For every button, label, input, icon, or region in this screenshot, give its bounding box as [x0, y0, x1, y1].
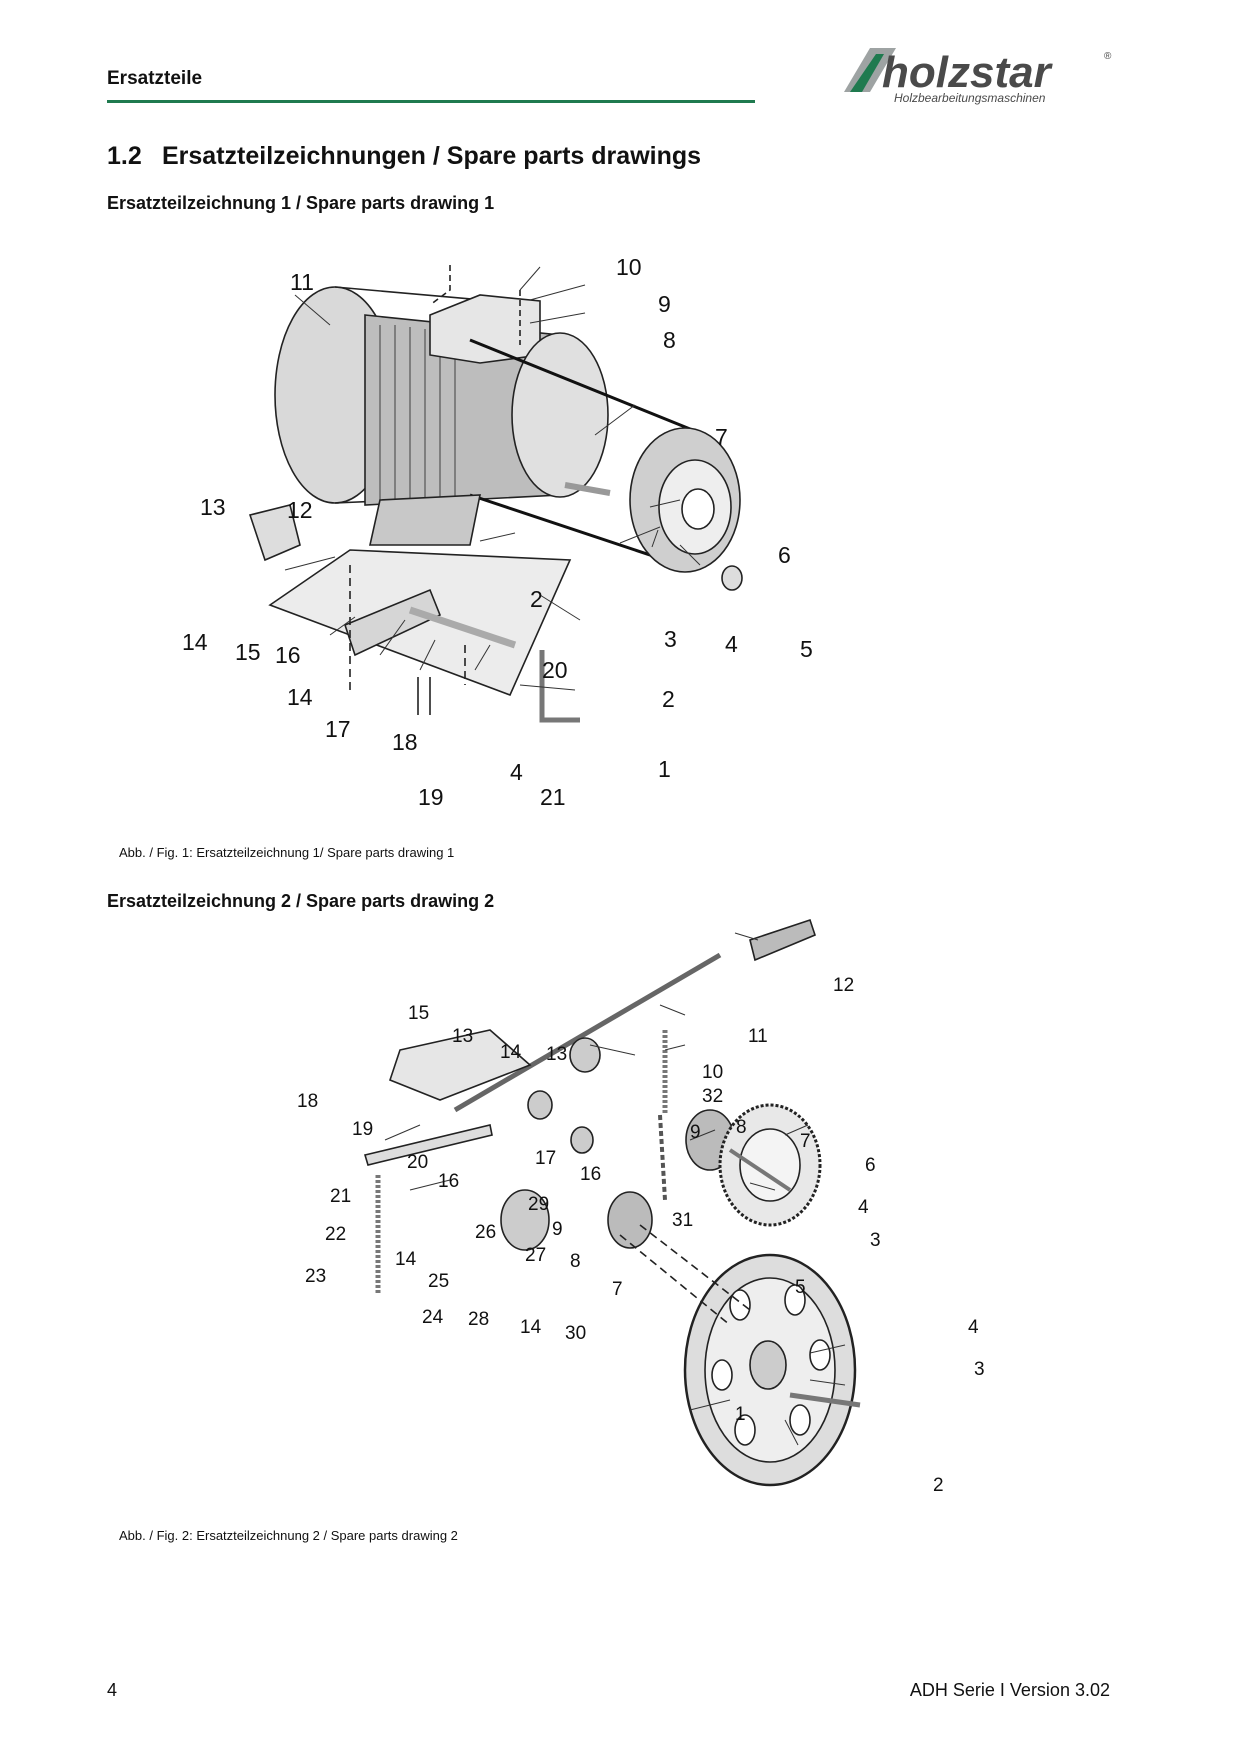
callout-4a: 4: [858, 1197, 869, 1218]
logo-registered: ®: [1104, 51, 1112, 62]
logo-tagline: Holzbearbeitungsmaschinen: [894, 91, 1046, 105]
callout-16b: 16: [438, 1171, 459, 1192]
callout-26: 26: [475, 1222, 496, 1243]
callout-7a: 7: [800, 1131, 811, 1152]
drawing2-caption: Abb. / Fig. 2: Ersatzteilzeichnung 2 / S…: [119, 1528, 458, 1543]
drawing2-subtitle: Ersatzteilzeichnung 2 / Spare parts draw…: [107, 891, 495, 911]
callout-11: 11: [290, 269, 314, 295]
callout-25: 25: [428, 1271, 449, 1292]
page-number: 4: [107, 1680, 118, 1700]
callout-2: 2: [933, 1475, 944, 1496]
callout-9: 9: [658, 291, 671, 317]
callout-5: 5: [795, 1277, 806, 1298]
drawing1-subtitle: Ersatzteilzeichnung 1 / Spare parts draw…: [107, 193, 495, 213]
callout-9b: 9: [552, 1219, 563, 1240]
callout-3: 3: [664, 626, 677, 652]
callout-13b: 13: [546, 1044, 567, 1065]
callout-1: 1: [735, 1404, 746, 1425]
spare-parts-drawing-1: 11 10 9 8 7 13 12 6 2 3 4 5 14 15 16 20 …: [182, 254, 813, 810]
holzstar-logo: holzstar ® Holzbearbeitungsmaschinen: [844, 48, 1112, 105]
callout-15: 15: [235, 639, 261, 665]
callout-14b: 14: [287, 684, 313, 710]
callout-21: 21: [540, 784, 566, 810]
callout-9a: 9: [690, 1122, 701, 1143]
callout-10: 10: [616, 254, 642, 280]
callout-8: 8: [663, 327, 676, 353]
callout-3a: 3: [870, 1230, 881, 1251]
callout-18: 18: [297, 1091, 318, 1112]
callout-19: 19: [418, 784, 444, 810]
drawing2-leader-lines: [384, 932, 846, 1446]
callout-24: 24: [422, 1307, 444, 1328]
callout-14a: 14: [182, 629, 208, 655]
callout-7b: 7: [612, 1279, 623, 1300]
callout-6: 6: [865, 1155, 876, 1176]
callout-14b: 14: [395, 1249, 417, 1270]
callout-15: 15: [408, 1003, 429, 1024]
callout-12: 12: [833, 975, 854, 996]
callout-2a: 2: [530, 586, 543, 612]
callout-8a: 8: [736, 1117, 747, 1138]
section-title: 1.2 Ersatzteilzeichnungen / Spare parts d…: [107, 142, 701, 171]
callout-14c: 14: [520, 1317, 542, 1338]
callout-17: 17: [535, 1148, 556, 1169]
callout-13a: 13: [452, 1026, 473, 1047]
callout-29: 29: [528, 1194, 549, 1215]
callout-13: 13: [200, 494, 226, 520]
callout-6: 6: [778, 542, 791, 568]
callout-20: 20: [542, 657, 568, 683]
callout-28: 28: [468, 1309, 489, 1330]
section-number: 1.2: [107, 142, 142, 170]
motor-illustration: [248, 265, 743, 723]
callout-20: 20: [407, 1152, 428, 1173]
callout-21: 21: [330, 1186, 351, 1207]
callout-22: 22: [325, 1224, 346, 1245]
callout-1: 1: [658, 756, 671, 782]
drawing1-leader-lines: [284, 266, 701, 691]
drive-mechanism-illustration: [363, 918, 861, 1487]
callout-11: 11: [748, 1026, 768, 1047]
callout-23: 23: [305, 1266, 326, 1287]
callout-17: 17: [325, 716, 351, 742]
drawing2-callouts: 12 11 15 13 14 13 10 32 18 19 8 9 7 20 1…: [297, 975, 985, 1496]
callout-31: 31: [672, 1210, 693, 1231]
callout-16: 16: [275, 642, 301, 668]
logo-mark-icon: [844, 48, 896, 92]
callout-16a: 16: [580, 1164, 601, 1185]
callout-18: 18: [392, 729, 418, 755]
callout-14a: 14: [500, 1042, 522, 1063]
callout-3b: 3: [974, 1359, 985, 1380]
callout-5: 5: [800, 636, 813, 662]
logo-brand: holzstar: [882, 48, 1054, 97]
callout-7: 7: [715, 424, 728, 450]
callout-32: 32: [702, 1086, 723, 1107]
callout-12: 12: [287, 497, 313, 523]
section-title-text: Ersatzteilzeichnungen / Spare parts draw…: [162, 142, 702, 170]
drawing1-callouts: 11 10 9 8 7 13 12 6 2 3 4 5 14 15 16 20 …: [182, 254, 813, 810]
callout-27: 27: [525, 1245, 546, 1266]
drawing1-caption: Abb. / Fig. 1: Ersatzteilzeichnung 1/ Sp…: [119, 845, 455, 860]
document-version: ADH Serie I Version 3.02: [909, 1680, 1110, 1700]
section-label: Ersatzteile: [107, 68, 203, 89]
callout-4b: 4: [968, 1317, 979, 1338]
callout-4b: 4: [510, 759, 523, 785]
callout-8b: 8: [570, 1251, 581, 1272]
callout-19: 19: [352, 1119, 373, 1140]
callout-10: 10: [702, 1062, 723, 1083]
callout-4a: 4: [725, 631, 738, 657]
callout-30: 30: [565, 1323, 586, 1344]
spare-parts-drawing-2: 12 11 15 13 14 13 10 32 18 19 8 9 7 20 1…: [297, 918, 985, 1496]
callout-2b: 2: [662, 686, 675, 712]
header-rule: [107, 100, 755, 103]
